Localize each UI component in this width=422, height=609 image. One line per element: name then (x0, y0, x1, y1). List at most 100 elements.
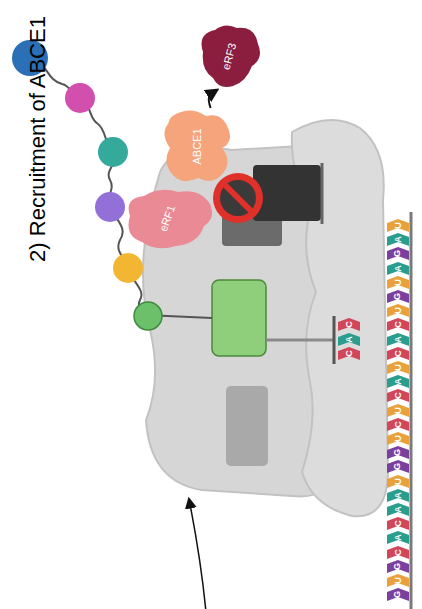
chevron-fill (387, 531, 409, 544)
base-letter: U (394, 279, 403, 286)
chevron-fill (387, 219, 409, 232)
nucleotide-chevron: C (387, 389, 409, 402)
base-letter: U (394, 222, 403, 229)
base-letter: C (345, 350, 354, 357)
base-letter: U (394, 577, 403, 584)
chevron-fill (387, 560, 409, 573)
mrna-backbone (410, 212, 413, 609)
nucleotide-chevron: A (387, 503, 409, 516)
chevron-fill (338, 333, 360, 346)
a-site-bar (321, 163, 324, 224)
nucleotide-chevron: C (387, 517, 409, 530)
nucleotide-chevron: A (387, 375, 409, 388)
amino-acid (134, 302, 162, 330)
nucleotide-chevron: U (387, 432, 409, 445)
anticodon-bar (333, 316, 336, 364)
nucleotide-chevron: C (387, 318, 409, 331)
base-letter: G (393, 463, 402, 470)
release-arrow (209, 90, 217, 108)
chevron-fill (387, 404, 409, 417)
base-letter: U (394, 407, 403, 414)
base-letter: C (394, 549, 403, 556)
pointer-arrow (189, 499, 206, 609)
nucleotide-chevron: G (387, 247, 409, 260)
chevron-fill (387, 588, 409, 601)
amino-acid (95, 192, 125, 222)
nucleotide-chevron: U (387, 574, 409, 587)
chevron-fill (387, 460, 409, 473)
nucleotide-chevron: U (387, 276, 409, 289)
nucleotide-chevron: G (387, 290, 409, 303)
base-letter: C (394, 322, 403, 329)
nucleotide-chevron: G (387, 588, 409, 601)
base-letter: A (394, 492, 403, 499)
base-letter: A (394, 535, 403, 542)
nucleotide-chevron: C (387, 418, 409, 431)
nucleotide-chevron: C (387, 347, 409, 360)
nucleotide-chevron: U (387, 475, 409, 488)
base-letter: A (394, 265, 403, 272)
amino-acid (65, 83, 95, 113)
chevron-fill (387, 333, 409, 346)
protein-fill (202, 25, 261, 87)
p-site-trna (212, 280, 266, 356)
figure-title: 2) Recruitment of ABCE1 (25, 16, 51, 262)
chevron-fill (387, 262, 409, 275)
e-site (226, 386, 268, 466)
base-letter: A (394, 506, 403, 513)
chevron-fill (387, 446, 409, 459)
chevron-fill (387, 290, 409, 303)
base-letter: G (393, 250, 402, 257)
nucleotide-chevron: G (387, 446, 409, 459)
base-letter: C (345, 322, 354, 329)
chevron-fill (387, 418, 409, 431)
chevron-fill (387, 361, 409, 374)
protein-label: ABCE1 (191, 128, 202, 164)
nucleotide-chevron: A (387, 233, 409, 246)
chevron-fill (387, 432, 409, 445)
nucleotide-chevron: C (338, 347, 360, 360)
nucleotide-chevron: G (387, 460, 409, 473)
protein-blob: eRF1 (120, 186, 215, 250)
nucleotide-chevron: C (338, 318, 360, 331)
base-letter: A (394, 236, 403, 243)
base-letter: U (394, 364, 403, 371)
base-letter: C (394, 421, 403, 428)
base-letter: A (345, 336, 354, 343)
chevron-fill (387, 489, 409, 502)
nucleotide-chevron: A (387, 333, 409, 346)
stop-sign-inner (220, 180, 256, 216)
base-letter: G (393, 293, 402, 300)
base-letter: U (394, 435, 403, 442)
chevron-fill (387, 375, 409, 388)
base-letter: C (394, 350, 403, 357)
stop-sign (213, 173, 263, 223)
stop-sign-slash (225, 185, 251, 211)
base-letter: C (394, 520, 403, 527)
nucleotide-chevron: A (338, 333, 360, 346)
chevron-fill (387, 574, 409, 587)
chevron-fill (387, 475, 409, 488)
chevron-fill (387, 389, 409, 402)
peptide-link (30, 58, 212, 318)
chevron-fill (387, 318, 409, 331)
chevron-fill (387, 503, 409, 516)
nucleotide-chevron: U (387, 219, 409, 232)
chevron-fill (387, 247, 409, 260)
protein-blob: ABCE1 (162, 108, 232, 185)
chevron-fill (387, 347, 409, 360)
stop-codon-block (253, 165, 321, 221)
chevron-fill (387, 517, 409, 530)
nucleotide-chevron: U (387, 404, 409, 417)
base-letter: A (394, 378, 403, 385)
protein-blob: eRF3 (195, 22, 263, 90)
base-letter: U (394, 307, 403, 314)
base-letter: G (393, 591, 402, 598)
amino-acid (113, 253, 143, 283)
trna-stem (266, 339, 334, 342)
amino-acid (98, 137, 128, 167)
nucleotide-chevron: C (387, 546, 409, 559)
chevron-fill (387, 304, 409, 317)
nucleotide-chevron: U (387, 304, 409, 317)
